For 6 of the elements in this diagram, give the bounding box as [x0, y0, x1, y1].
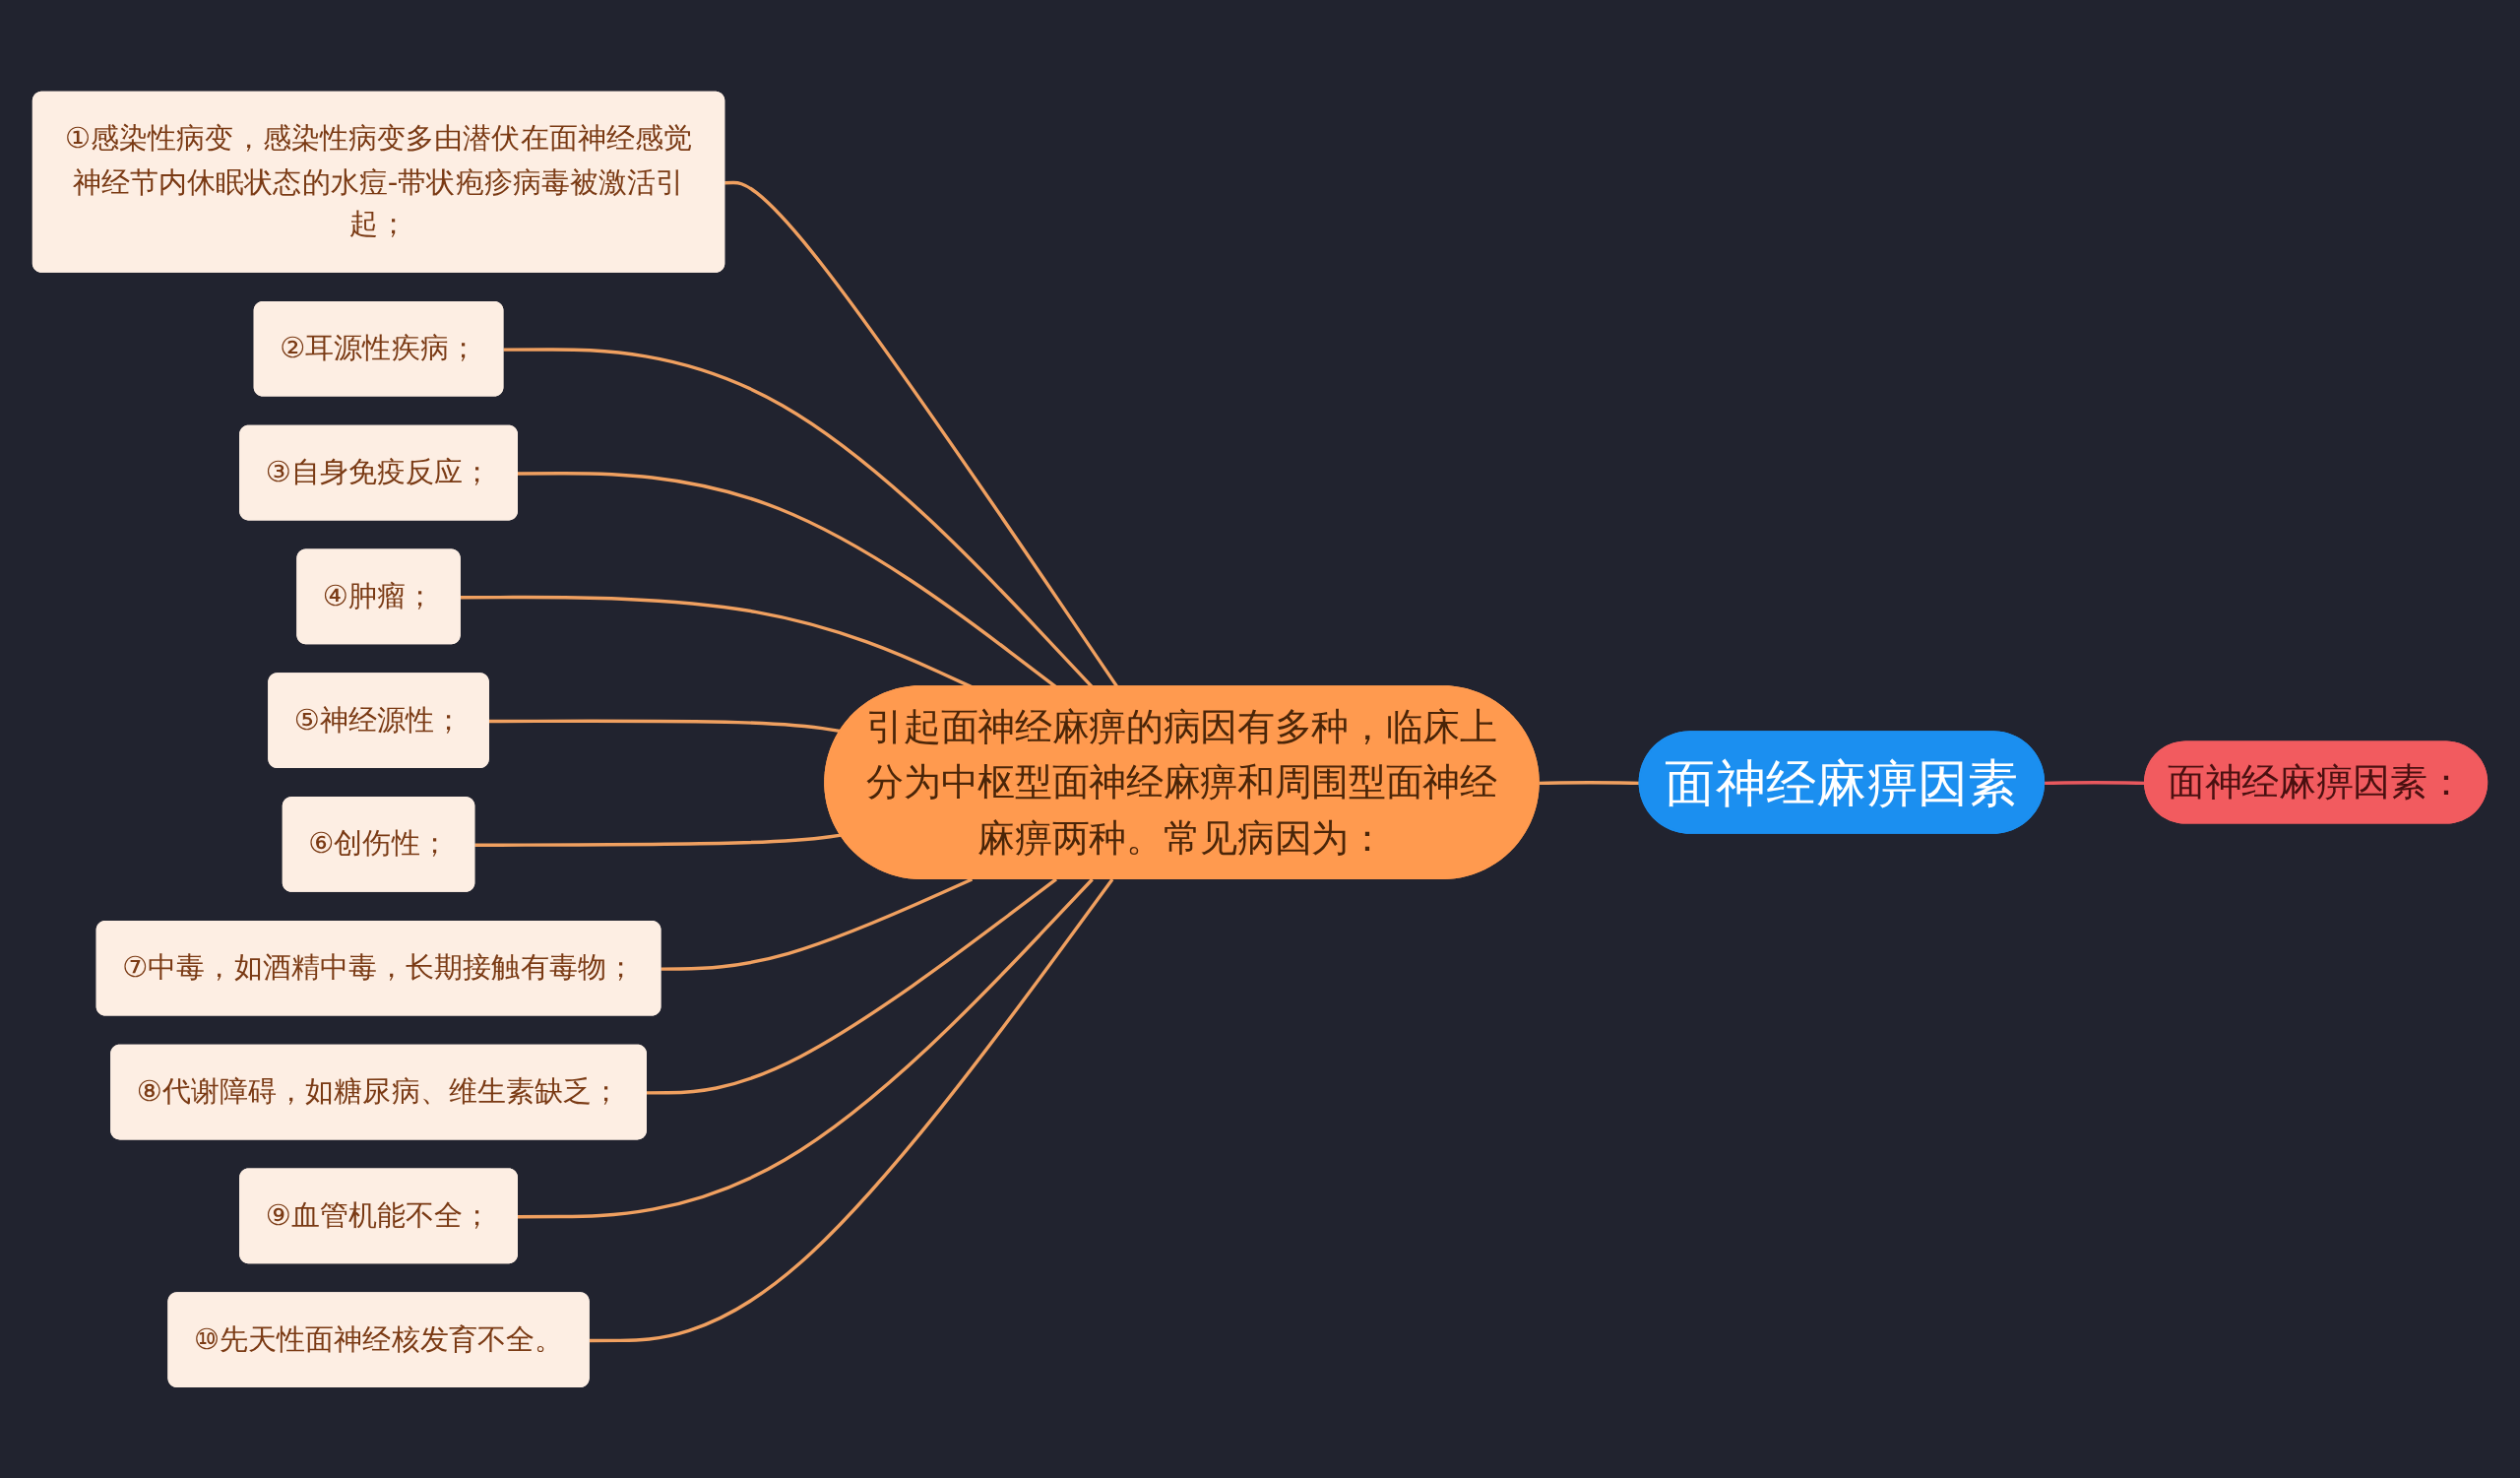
- connector: [474, 833, 842, 847]
- connector: [661, 877, 974, 971]
- connector: [589, 877, 1114, 1342]
- connector: [646, 877, 1057, 1095]
- connector: [517, 877, 1094, 1218]
- connector: [488, 719, 842, 733]
